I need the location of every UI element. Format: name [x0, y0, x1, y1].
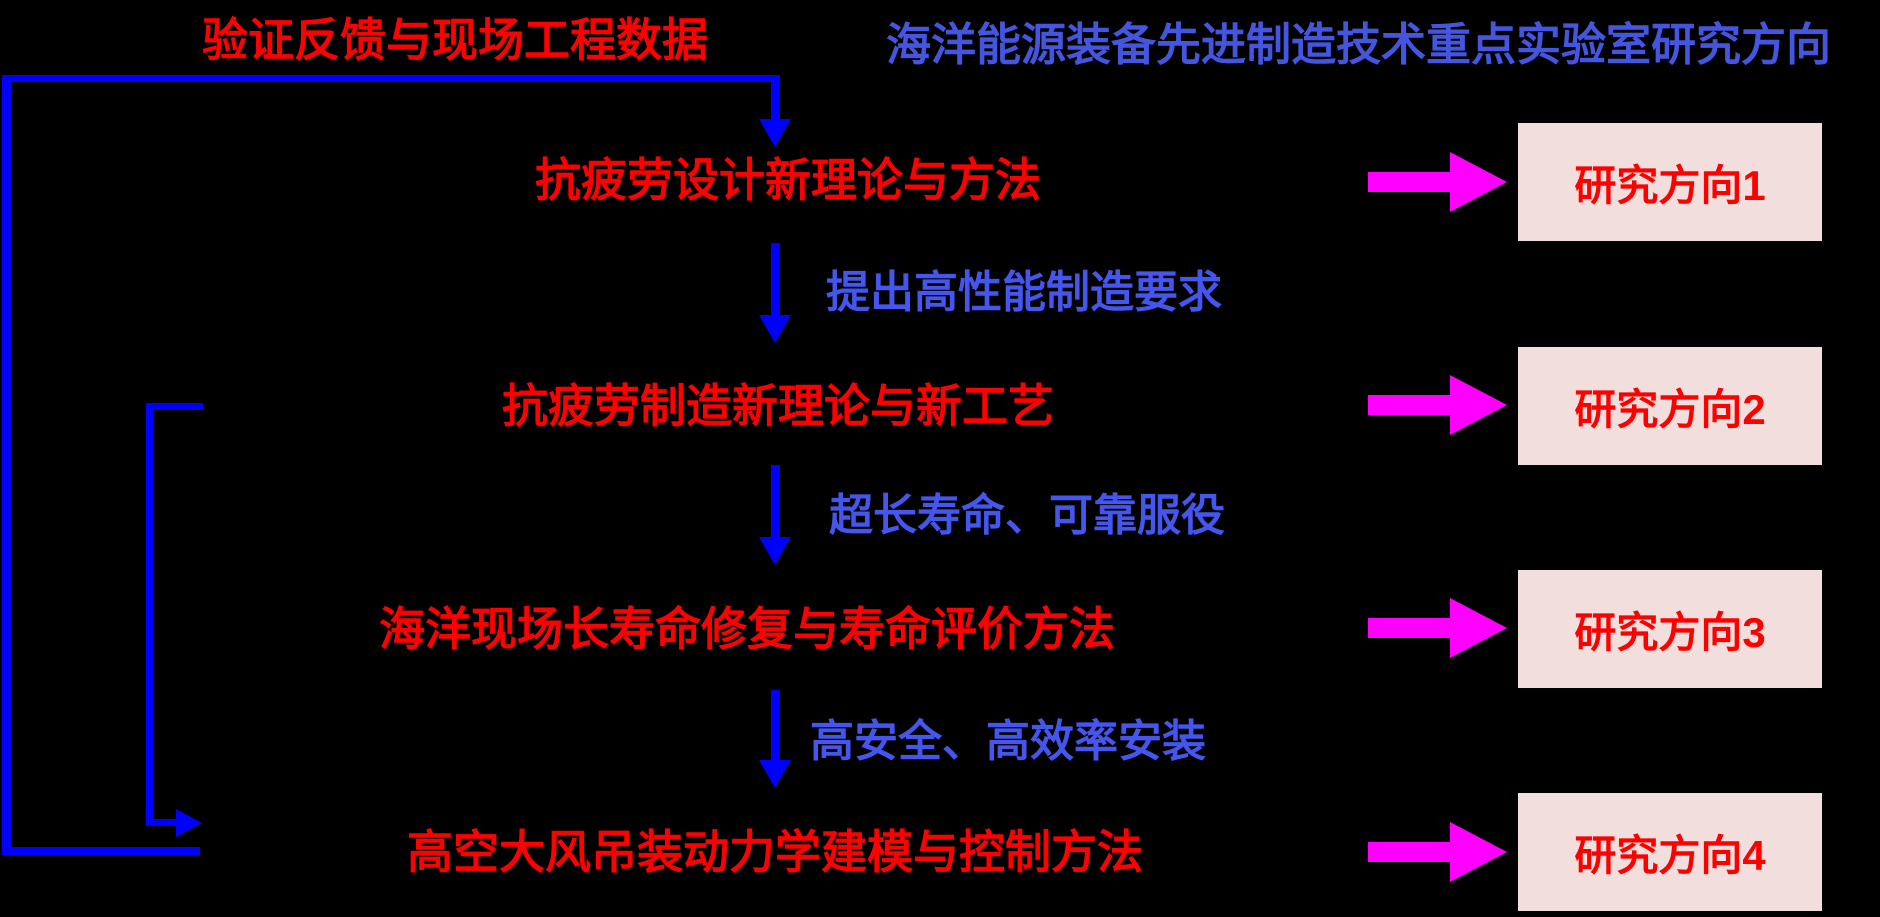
skip-connector-bottom	[146, 819, 178, 826]
direction-box-label: 研究方向1	[1574, 161, 1766, 209]
feedback-line-top	[2, 75, 780, 82]
direction-box-1: 研究方向1	[1518, 123, 1822, 241]
down-arrow-icon	[759, 119, 791, 147]
flow-arrow-3-shaft	[771, 690, 780, 760]
transition-label-2: 超长寿命、可靠服役	[829, 491, 1225, 540]
right-arrow-icon	[1450, 822, 1507, 882]
direction-arrow-1-shaft	[1368, 172, 1450, 192]
right-arrow-icon	[176, 809, 202, 837]
skip-connector-stub	[146, 403, 203, 410]
down-arrow-icon	[759, 315, 791, 343]
feedback-line-bottom	[2, 847, 200, 855]
direction-box-2: 研究方向2	[1518, 347, 1822, 465]
flow-arrow-1-shaft	[771, 243, 780, 315]
transition-label-3: 高安全、高效率安装	[810, 717, 1206, 766]
direction-arrow-3-shaft	[1368, 618, 1450, 638]
flow-arrow-2-shaft	[771, 465, 780, 537]
right-arrow-icon	[1450, 152, 1507, 212]
down-arrow-icon	[759, 760, 791, 788]
feedback-line-left	[2, 75, 11, 855]
direction-arrow-2-shaft	[1368, 395, 1450, 415]
direction-box-3: 研究方向3	[1518, 570, 1822, 688]
flow-step-2: 抗疲劳制造新理论与新工艺	[502, 380, 1054, 432]
direction-box-label: 研究方向2	[1574, 385, 1766, 433]
right-arrow-icon	[1450, 598, 1507, 658]
direction-box-label: 研究方向4	[1574, 831, 1766, 879]
skip-connector-vertical	[146, 403, 153, 826]
direction-box-4: 研究方向4	[1518, 793, 1822, 911]
direction-box-label: 研究方向3	[1574, 608, 1766, 656]
flow-step-1: 抗疲劳设计新理论与方法	[535, 154, 1041, 206]
transition-label-1: 提出高性能制造要求	[826, 268, 1222, 317]
flow-step-4: 高空大风吊装动力学建模与控制方法	[407, 826, 1143, 878]
feedback-title: 验证反馈与现场工程数据	[202, 14, 708, 66]
flow-entry-arrow-shaft	[771, 81, 780, 119]
flow-step-3: 海洋现场长寿命修复与寿命评价方法	[379, 603, 1115, 655]
down-arrow-icon	[759, 537, 791, 565]
page-title: 海洋能源装备先进制造技术重点实验室研究方向	[886, 19, 1832, 70]
direction-arrow-4-shaft	[1368, 842, 1450, 862]
right-arrow-icon	[1450, 375, 1507, 435]
